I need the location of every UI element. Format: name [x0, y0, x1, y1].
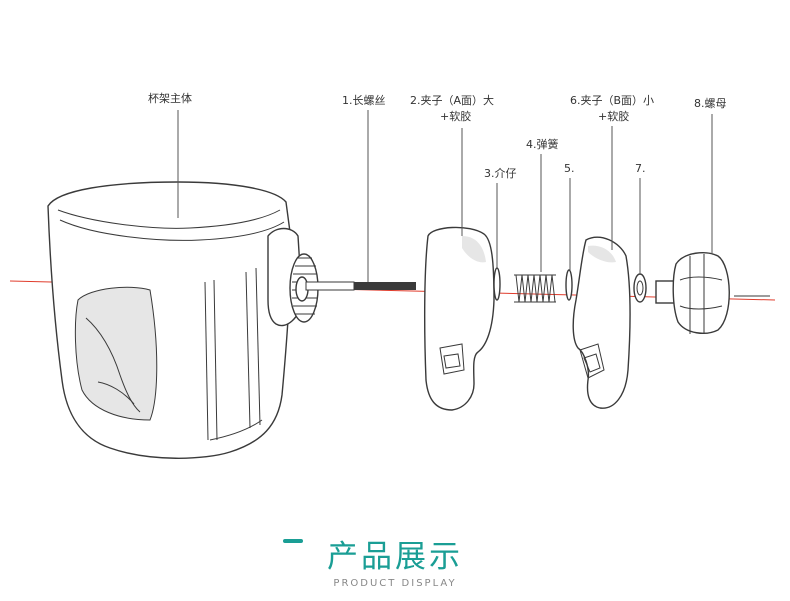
spring	[514, 274, 556, 303]
label-clamp-a-line2: +软胶	[440, 109, 471, 123]
label-part5: 5.	[564, 162, 575, 175]
label-clamp-b-line1: 6.夹子（B面）小	[570, 94, 654, 107]
label-clamp-a-line1: 2.夹子（A面）大	[410, 93, 494, 107]
accent-bar	[283, 539, 303, 543]
label-nut: 8.螺母	[694, 97, 727, 110]
ring-5	[565, 269, 573, 301]
label-part7: 7.	[635, 162, 646, 175]
washer-7	[633, 273, 647, 303]
long-screw	[305, 281, 416, 291]
label-spacer: 3.介仔	[484, 167, 517, 180]
label-long-screw: 1.长螺丝	[342, 94, 386, 107]
nut	[655, 252, 770, 334]
label-clamp-b-line2: +软胶	[598, 109, 629, 123]
section-header: 产品展示 PRODUCT DISPLAY	[0, 525, 790, 595]
clamp-b	[572, 236, 631, 409]
label-cup-body: 杯架主体	[148, 91, 192, 105]
section-subtitle: PRODUCT DISPLAY	[333, 578, 457, 589]
clamp-a	[423, 226, 495, 411]
label-spring: 4.弹簧	[526, 137, 559, 151]
cup-holder-body	[47, 181, 319, 459]
spacer-ring	[493, 267, 501, 301]
section-title: 产品展示	[327, 539, 463, 575]
